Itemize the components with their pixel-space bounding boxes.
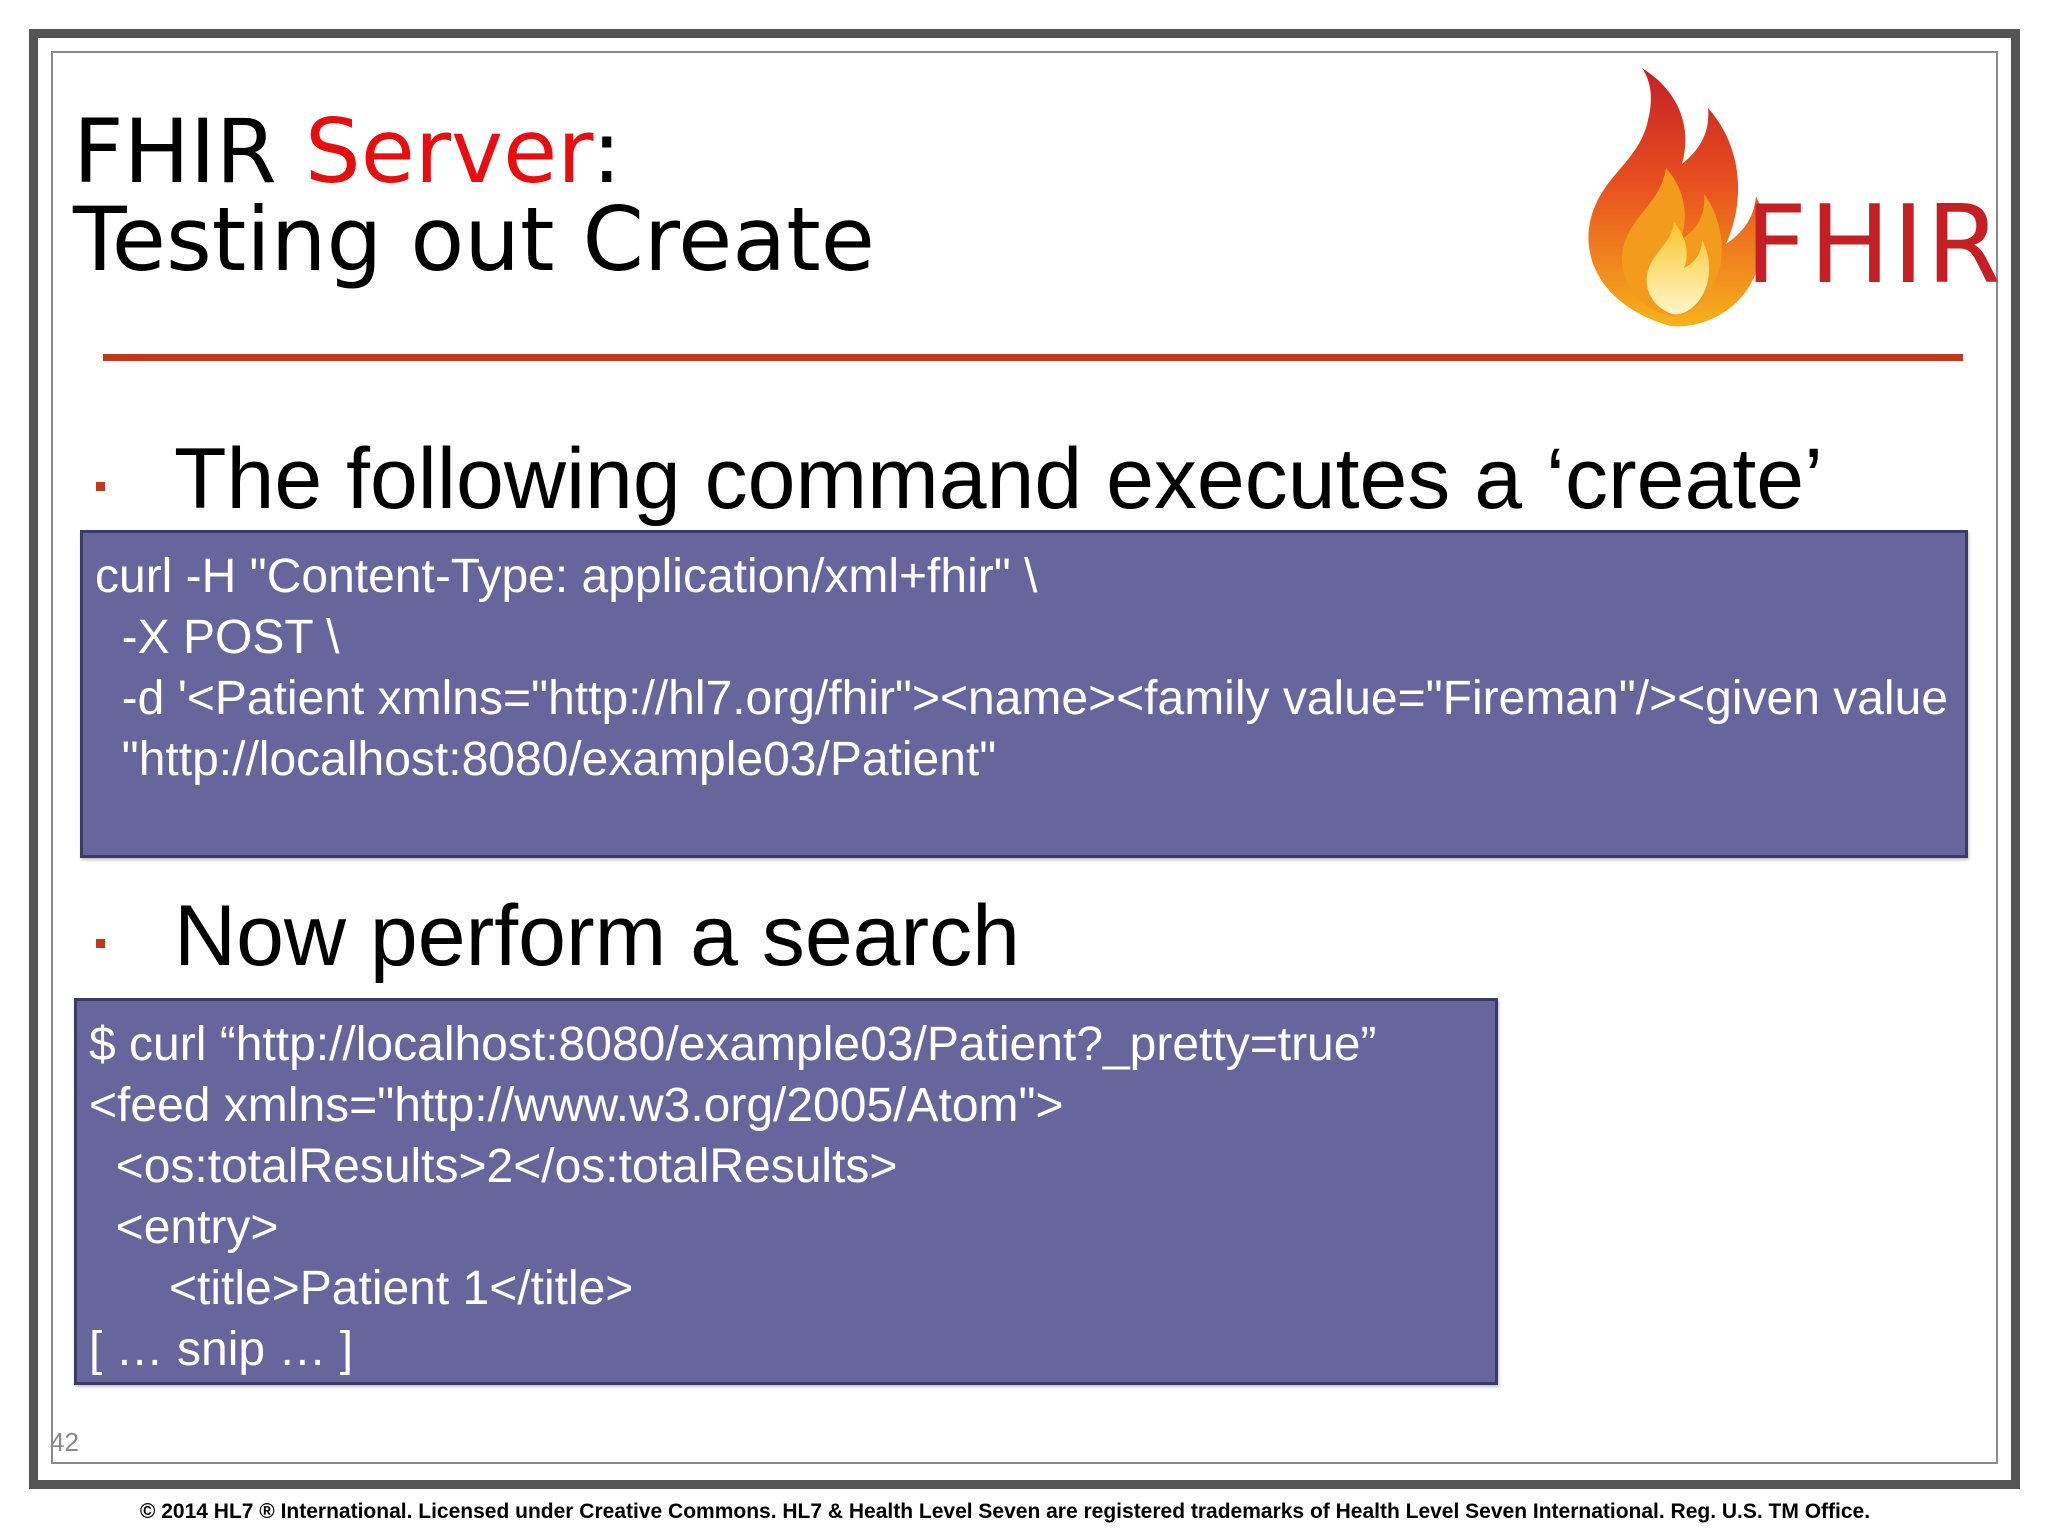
title-server: Server [304, 100, 592, 203]
copyright-footer: © 2014 HL7 ® International. Licensed und… [139, 1500, 1871, 1523]
code-line: $ curl “http://localhost:8080/example03/… [89, 1018, 1377, 1071]
title-line-1: FHIR Server: [73, 108, 875, 196]
code-line: -d '<Patient xmlns="http://hl7.org/fhir"… [95, 672, 1948, 725]
title-fhir: FHIR [73, 100, 305, 203]
code-line: <entry> [89, 1201, 279, 1254]
title-line-2: Testing out Create [73, 188, 875, 291]
bullet-square-icon [96, 482, 105, 491]
flame-inner-icon [1646, 222, 1710, 315]
bullet-text: Now perform a search [174, 888, 1020, 984]
title-divider [103, 354, 1963, 361]
code-line: "http://localhost:8080/example03/Patient… [95, 733, 997, 786]
code-line: <title>Patient 1</title> [89, 1262, 634, 1315]
code-line: <feed xmlns="http://www.w3.org/2005/Atom… [89, 1079, 1064, 1132]
code-line: <os:totalResults>2</os:totalResults> [89, 1140, 898, 1193]
bullet-square-icon [96, 939, 105, 948]
title-colon: : [591, 100, 622, 203]
code-line: [ … snip … ] [89, 1323, 354, 1376]
slide-outer-frame [29, 29, 2020, 1489]
code-line: curl -H "Content-Type: application/xml+f… [95, 550, 1038, 603]
fhir-flame-logo [1588, 68, 1764, 327]
slide-title: FHIR Server: Testing out Create [73, 108, 875, 284]
slide-number: 42 [50, 1427, 79, 1457]
code-line: -X POST \ [95, 611, 340, 664]
fhir-logo-text: FHIR [1745, 183, 2004, 308]
search-command-box: $ curl “http://localhost:8080/example03/… [74, 998, 1498, 1385]
bullet-text: The following command executes a ‘create… [174, 431, 1824, 527]
create-command-box: curl -H "Content-Type: application/xml+f… [80, 530, 1968, 858]
